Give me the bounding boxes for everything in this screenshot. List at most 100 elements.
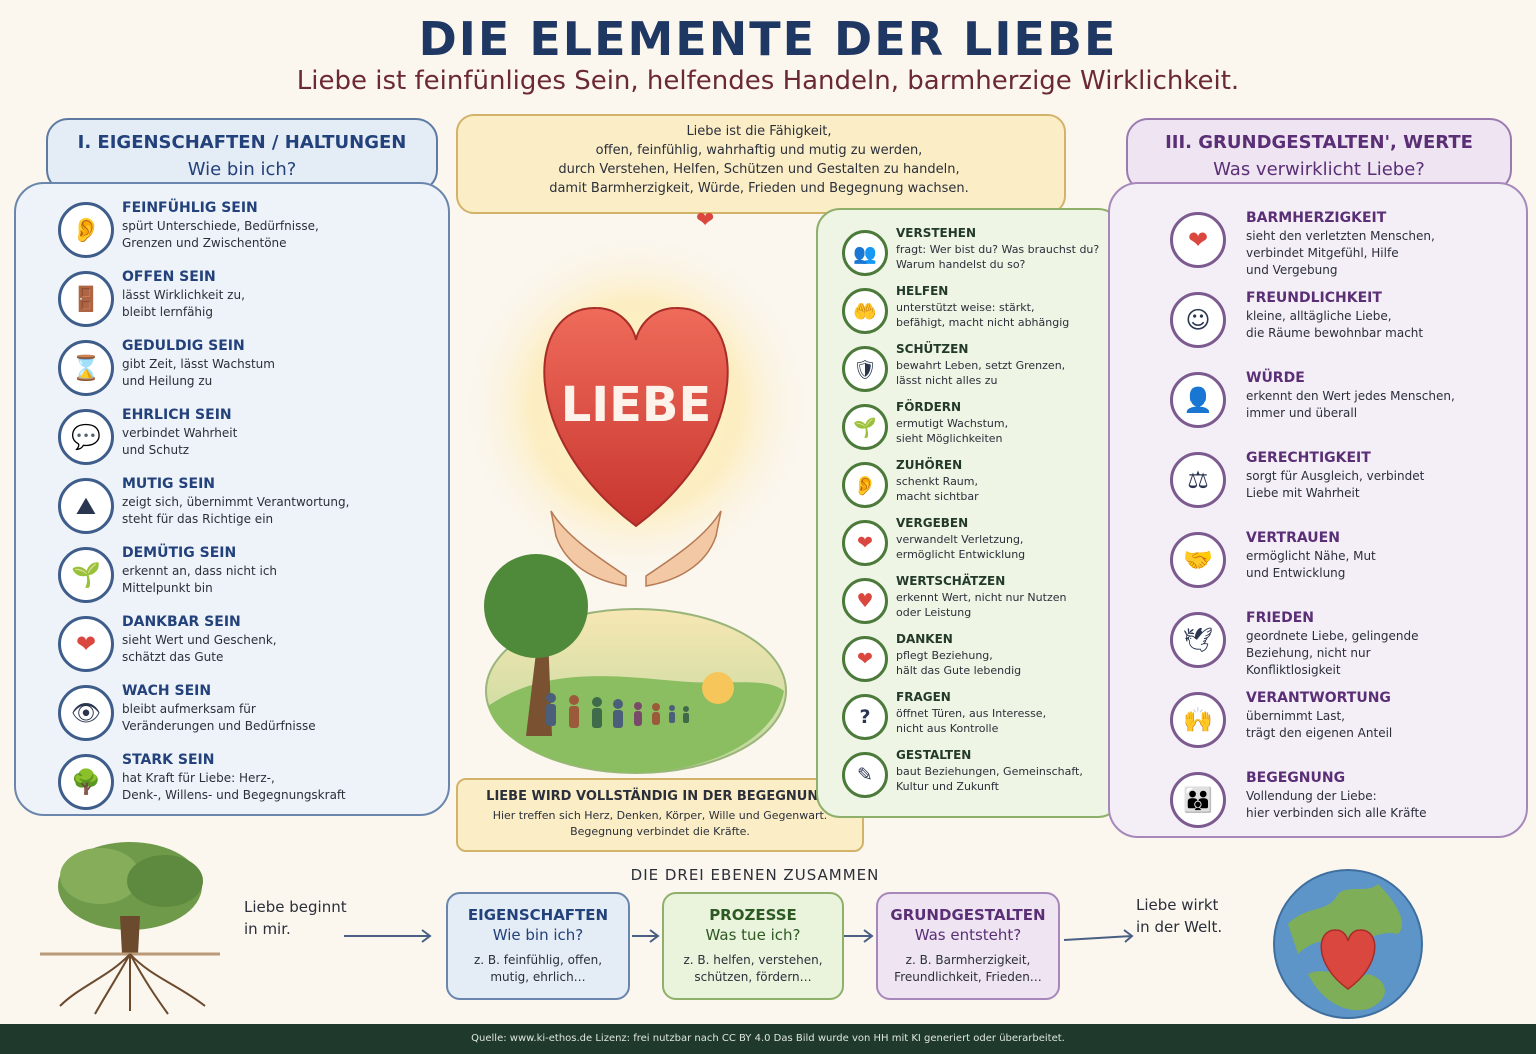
hands-heart-icon: ❤ — [1170, 212, 1226, 268]
flow-box-eigenschaften: EIGENSCHAFTEN Wie bin ich? z. B. feinfüh… — [446, 892, 630, 1000]
sun — [702, 672, 734, 704]
left-item-desc: spürt Unterschiede, Bedürfnisse, Grenzen… — [122, 219, 319, 250]
left-item: ❤ DANKBAR SEIN sieht Wert und Geschenk, sc… — [58, 612, 438, 680]
left-item-title: WACH SEIN — [122, 683, 212, 699]
left-item-title: DANKBAR SEIN — [122, 614, 241, 630]
left-item-desc: lässt Wirklichkeit zu, bleibt lernfähig — [122, 288, 245, 319]
middle-item-title: VERGEBEN — [896, 516, 969, 530]
middle-item-title: GESTALTEN — [896, 748, 972, 762]
left-item-desc: zeigt sich, übernimmt Verantwortung, ste… — [122, 495, 350, 526]
middle-item-title: ZUHÖREN — [896, 458, 963, 472]
right-item-title: VERANTWORTUNG — [1246, 690, 1391, 706]
globe-heart-icon — [1320, 929, 1376, 990]
left-item-title: EHRLICH SEIN — [122, 407, 232, 423]
helping-hands-icon: 🤲 — [842, 288, 888, 334]
middle-item-desc: bewahrt Leben, setzt Grenzen, lässt nich… — [896, 359, 1066, 387]
left-item-title: OFFEN SEIN — [122, 269, 216, 285]
flow-arrows — [344, 929, 1134, 943]
middle-item-title: WERTSCHÄTZEN — [896, 574, 1006, 588]
handshake-icon: 🤝 — [1170, 532, 1226, 588]
group-icon: 👪 — [1170, 772, 1226, 828]
arrow-to-world — [1063, 929, 1134, 943]
right-item-desc: ermöglicht Nähe, Mut und Entwicklung — [1246, 549, 1376, 580]
eye-icon: 👁 — [58, 685, 114, 741]
middle-item-title: SCHÜTZEN — [896, 342, 969, 356]
middle-item: 🌱 FÖRDERN ermutigt Wachstum, sieht Möglich… — [842, 400, 1112, 468]
heart-icon: ♥ — [842, 578, 888, 624]
right-item-desc: erkennt den Wert jedes Menschen, immer u… — [1246, 389, 1455, 420]
left-header: I. EIGENSCHAFTEN / HALTUNGEN Wie bin ich… — [46, 118, 438, 192]
left-item-desc: gibt Zeit, lässt Wachstum und Heilung zu — [122, 357, 275, 388]
small-heart-icon: ❤ — [696, 208, 715, 233]
footer-source: Quelle: www.ki-ethos.de Lizenz: frei nut… — [0, 1024, 1536, 1054]
shield-icon: 🛡 — [842, 346, 888, 392]
right-item: ❤ BARMHERZIGKEIT sieht den verletzten Mens… — [1162, 208, 1512, 277]
seedling-icon: 🌱 — [842, 404, 888, 450]
people-row — [546, 693, 689, 728]
left-hand — [550, 510, 627, 587]
heart-label: LIEBE — [561, 377, 712, 433]
flow-box-desc: z. B. feinfühlig, offen, mutig, ehrlich… — [473, 953, 603, 984]
middle-item-title: FÖRDERN — [896, 400, 962, 414]
flow-box-desc: z. B. helfen, verstehen, schützen, förde… — [683, 953, 823, 984]
center-bottom-desc: Hier treffen sich Herz, Denken, Körper, … — [492, 809, 828, 838]
right-item: 🤝 VERTRAUEN ermöglicht Nähe, Mut und Entwi… — [1162, 528, 1512, 596]
tree-crown — [484, 554, 588, 658]
right-item-title: WÜRDE — [1246, 370, 1305, 386]
center-bottom-box: LIEBE WIRD VOLLSTÄNDIG IN DER BEGEGNUNG.… — [456, 778, 864, 852]
right-item-title: BARMHERZIGKEIT — [1246, 210, 1387, 226]
heart-shape — [543, 306, 729, 528]
right-item-title: BEGEGNUNG — [1246, 770, 1346, 786]
left-item-desc: bleibt aufmerksam für Veränderungen und … — [122, 702, 316, 733]
hands-heart-icon: ❤ — [842, 636, 888, 682]
left-header-subtitle: Wie bin ich? — [187, 159, 297, 180]
mountain-flag-icon: ⛰ — [58, 478, 114, 534]
bottom-heading: DIE DREI EBENEN ZUSAMMEN — [630, 866, 880, 884]
bottom-left-text: Liebe beginnt in mir. — [244, 898, 347, 938]
middle-item-desc: ermutigt Wachstum, sieht Möglichkeiten — [896, 417, 1009, 445]
middle-item-title: FRAGEN — [896, 690, 951, 704]
left-item-title: DEMÜTIG SEIN — [122, 545, 237, 561]
center-illustration: LIEBE — [461, 236, 811, 774]
flow-box-prozesse: PROZESSE Was tue ich? z. B. helfen, vers… — [662, 892, 844, 1000]
right-item-title: FRIEDEN — [1246, 610, 1315, 626]
flow-box-sub: Was tue ich? — [705, 926, 801, 944]
page-subtitle: Liebe ist feinfünliges Sein, helfendes H… — [296, 66, 1240, 96]
middle-item-desc: öffnet Türen, aus Interesse, nicht aus K… — [896, 707, 1047, 735]
globe-illustration — [1273, 869, 1423, 1019]
left-item-desc: hat Kraft für Liebe: Herz-, Denk-, Wille… — [122, 771, 346, 802]
right-item: 👪 BEGEGNUNG Vollendung der Liebe: hier ver… — [1162, 768, 1512, 836]
right-item-desc: übernimmt Last, trägt den eigenen Anteil — [1246, 709, 1393, 740]
hands-heart-icon: ❤ — [58, 616, 114, 672]
middle-item-title: VERSTEHEN — [896, 226, 977, 240]
right-item-desc: sieht den verletzten Menschen, verbindet… — [1246, 229, 1435, 277]
right-item-title: VERTRAUEN — [1246, 530, 1340, 546]
right-item-desc: Vollendung der Liebe: hier verbinden sic… — [1246, 789, 1427, 820]
door-icon: 🚪 — [58, 271, 114, 327]
flow-box-title: PROZESSE — [709, 906, 797, 924]
middle-item-desc: verwandelt Verletzung, ermöglicht Entwic… — [896, 533, 1026, 561]
sprout-icon: 🌱 — [58, 547, 114, 603]
middle-item-title: DANKEN — [896, 632, 953, 646]
arrow-to-grundgestalten — [844, 929, 874, 943]
flow-box-desc: z. B. Barmherzigkeit, Freundlichkeit, Fr… — [894, 953, 1042, 984]
left-item-desc: sieht Wert und Geschenk, schätzt das Gut… — [122, 633, 277, 664]
left-item-title: FEINFÜHLIG SEIN — [122, 200, 258, 216]
tree-icon: 🌳 — [58, 754, 114, 810]
middle-item-desc: schenkt Raum, macht sichtbar — [896, 475, 979, 503]
right-header-title: III. GRUNDGESTALTEN', WERTE — [1165, 132, 1473, 153]
dove-icon: 🕊 — [1170, 612, 1226, 668]
hands-person-icon: 🙌 — [1170, 692, 1226, 748]
